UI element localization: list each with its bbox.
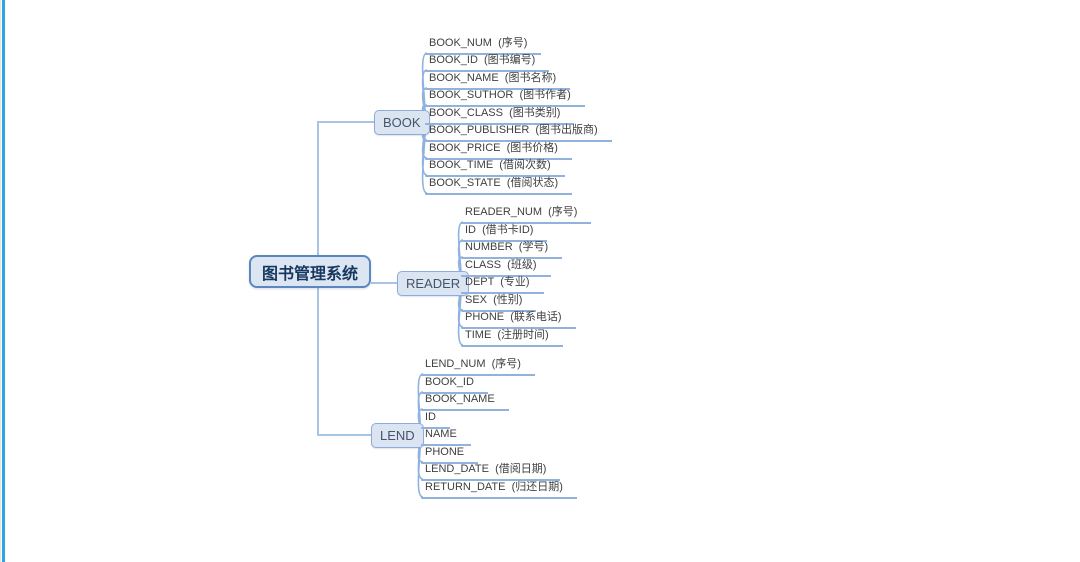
leaf-topic[interactable]: PHONE (联系电话) bbox=[461, 310, 576, 329]
leaf-topic[interactable]: CLASS (班级) bbox=[461, 258, 551, 277]
leaf-topic[interactable]: PHONE bbox=[421, 445, 479, 464]
leaf-topic[interactable]: BOOK_PUBLISHER (图书出版商) bbox=[425, 123, 612, 142]
leaf-topic[interactable]: TIME (注册时间) bbox=[461, 328, 563, 347]
leaf-topic[interactable]: LEND_DATE (借阅日期) bbox=[421, 462, 561, 481]
trunk-root-to-lend bbox=[317, 287, 371, 436]
leaf-topic[interactable]: LEND_NUM (序号) bbox=[421, 357, 535, 376]
leaf-topic[interactable]: BOOK_CLASS (图书类别) bbox=[425, 106, 575, 125]
branch-topic-reader[interactable]: READER bbox=[397, 271, 470, 296]
leaf-topic[interactable]: BOOK_STATE (借阅状态) bbox=[425, 176, 573, 195]
leaf-topic[interactable]: NAME bbox=[421, 427, 471, 446]
window-left-hairline bbox=[0, 0, 1, 562]
root-topic[interactable]: 图书管理系统 bbox=[249, 255, 371, 288]
leaf-topic[interactable]: BOOK_TIME (借阅次数) bbox=[425, 158, 565, 177]
branch-topic-book[interactable]: BOOK bbox=[374, 110, 430, 135]
leaf-topic[interactable]: BOOK_NAME (图书名称) bbox=[425, 71, 571, 90]
leaf-topic[interactable]: NUMBER (学号) bbox=[461, 240, 563, 259]
leaf-topic[interactable]: DEPT (专业) bbox=[461, 275, 544, 294]
leaf-topic[interactable]: BOOK_SUTHOR (图书作者) bbox=[425, 88, 585, 107]
leaf-topic[interactable]: RETURN_DATE (归还日期) bbox=[421, 480, 577, 499]
leaf-topic[interactable]: ID bbox=[421, 410, 450, 429]
leaf-topic[interactable]: BOOK_ID (图书编号) bbox=[425, 53, 550, 72]
leaf-topic[interactable]: SEX (性别) bbox=[461, 293, 537, 312]
leaf-topic[interactable]: READER_NUM (序号) bbox=[461, 205, 592, 224]
leaf-topic[interactable]: BOOK_NUM (序号) bbox=[425, 36, 542, 55]
trunk-root-to-book bbox=[317, 121, 374, 256]
leaf-topic[interactable]: BOOK_PRICE (图书价格) bbox=[425, 141, 572, 160]
leaf-topic[interactable]: BOOK_NAME bbox=[421, 392, 509, 411]
leaf-topic[interactable]: ID (借书卡ID) bbox=[461, 223, 548, 242]
leaf-topic[interactable]: BOOK_ID bbox=[421, 375, 488, 394]
branch-topic-lend[interactable]: LEND bbox=[371, 423, 424, 448]
left-edge-accent bbox=[2, 0, 5, 562]
